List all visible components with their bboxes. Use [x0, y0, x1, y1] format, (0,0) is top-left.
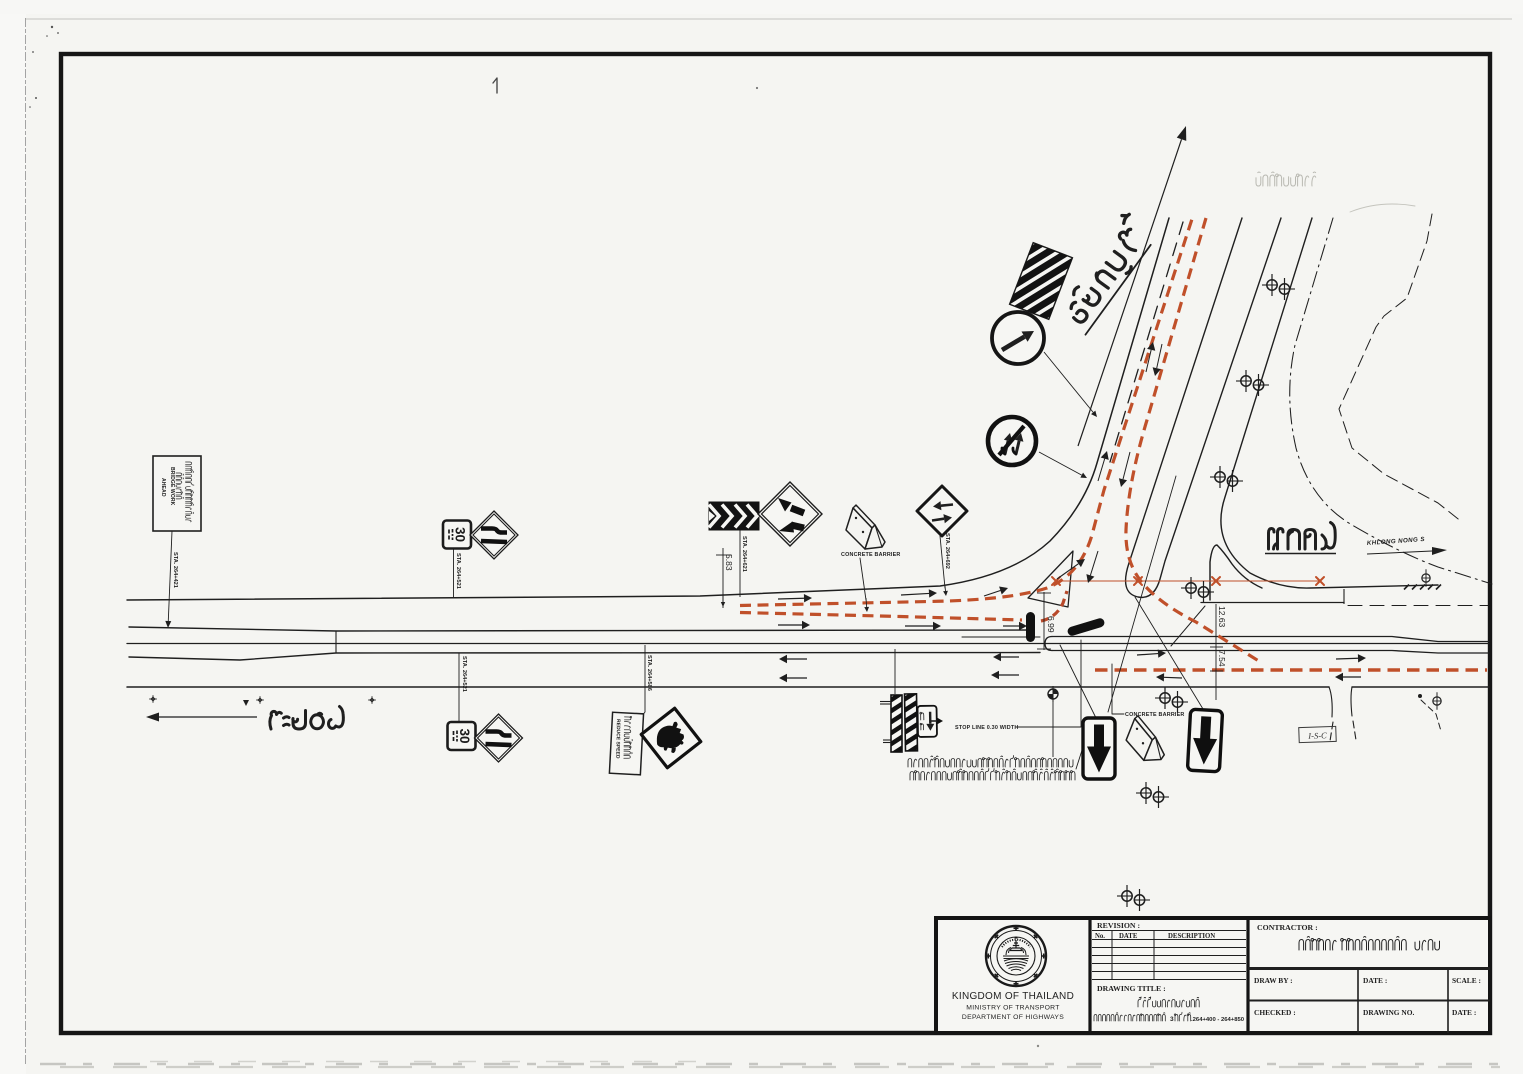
svg-text:STA. 264+621: STA. 264+621 [741, 536, 747, 572]
svg-text:MINISTRY OF TRANSPORT: MINISTRY OF TRANSPORT [966, 1005, 1059, 1012]
svg-text:DESCRIPTION: DESCRIPTION [1168, 933, 1215, 940]
svg-text:No.: No. [1095, 933, 1105, 940]
svg-text:STA. 264+521: STA. 264+521 [461, 656, 467, 692]
svg-text:STOP LINE 0.30 WIDTH: STOP LINE 0.30 WIDTH [955, 725, 1018, 731]
svg-text:DATE :: DATE : [1452, 1008, 1476, 1017]
svg-text:12.63: 12.63 [1217, 606, 1227, 628]
svg-text:DRAWING NO.: DRAWING NO. [1363, 1008, 1414, 1017]
svg-text:CONCRETE BARRIER: CONCRETE BARRIER [1125, 712, 1185, 718]
svg-text:REVISION :: REVISION : [1097, 921, 1140, 930]
svg-text:I-S-C: I-S-C [1307, 730, 1327, 741]
svg-text:REDUCE SPEED: REDUCE SPEED [614, 719, 621, 759]
svg-text:KHLONG NONG S: KHLONG NONG S [1367, 536, 1426, 547]
svg-text:AHEAD: AHEAD [160, 478, 166, 497]
svg-text:STA. 264+586: STA. 264+586 [646, 655, 652, 691]
svg-text:CHECKED :: CHECKED : [1254, 1008, 1296, 1017]
svg-text:DATE: DATE [1119, 933, 1138, 940]
svg-text:BRIDGE WORK: BRIDGE WORK [169, 467, 175, 506]
svg-text:3: 3 [1170, 1016, 1174, 1023]
svg-text:DRAWING TITLE :: DRAWING TITLE : [1097, 984, 1166, 993]
svg-text:STA. 264+521: STA. 264+521 [455, 553, 461, 589]
svg-text:7.54: 7.54 [1217, 650, 1227, 667]
svg-text:6.99: 6.99 [1046, 616, 1056, 633]
svg-text:DATE :: DATE : [1363, 976, 1387, 985]
svg-text:30: 30 [457, 728, 472, 743]
svg-text:5.83: 5.83 [724, 554, 734, 571]
svg-text:STA. 264+692: STA. 264+692 [944, 533, 950, 569]
svg-text:.264+400 - 264+850: .264+400 - 264+850 [1191, 1017, 1245, 1023]
svg-text:DRAW BY :: DRAW BY : [1254, 976, 1293, 985]
svg-text:STA. 264+421: STA. 264+421 [172, 552, 178, 588]
svg-text:KINGDOM OF THAILAND: KINGDOM OF THAILAND [952, 991, 1074, 1002]
svg-text:DEPARTMENT OF HIGHWAYS: DEPARTMENT OF HIGHWAYS [962, 1014, 1064, 1021]
svg-text:CONTRACTOR :: CONTRACTOR : [1257, 923, 1318, 932]
svg-text:30: 30 [453, 527, 468, 542]
svg-text:CONCRETE BARRIER: CONCRETE BARRIER [841, 552, 901, 558]
svg-text:SCALE :: SCALE : [1452, 976, 1481, 985]
